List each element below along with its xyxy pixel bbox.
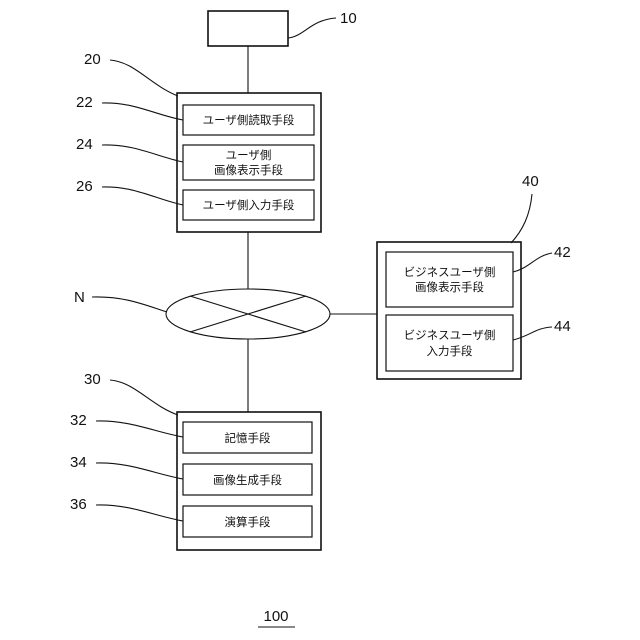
ref-label-100: 100 [263, 608, 288, 625]
ref-label-30: 30 [84, 371, 101, 388]
ref-label-36: 36 [70, 496, 87, 513]
user-display-label-line2: 画像表示手段 [214, 163, 283, 177]
business-input-label-line1: ビジネスユーザ側 [404, 328, 496, 342]
leader-26 [102, 187, 183, 205]
leader-34 [96, 463, 183, 479]
ref-label-42: 42 [554, 244, 571, 261]
ref-label-24: 24 [76, 136, 93, 153]
ref-label-26: 26 [76, 178, 93, 195]
user-input-label: ユーザ側入力手段 [203, 198, 295, 212]
leader-30 [110, 380, 178, 415]
business-display-label-line1: ビジネスユーザ側 [404, 265, 496, 279]
compute-label: 演算手段 [225, 515, 271, 529]
business-display-label-line2: 画像表示手段 [415, 280, 484, 294]
ref-label-22: 22 [76, 94, 93, 111]
user-reader-label: ユーザ側読取手段 [203, 113, 295, 127]
leader-10 [288, 18, 336, 38]
business-input-label-line2: 入力手段 [427, 344, 473, 358]
ref-label-44: 44 [554, 318, 571, 335]
leader-36 [96, 505, 183, 521]
ref-label-40: 40 [522, 173, 539, 190]
image-gen-label: 画像生成手段 [213, 473, 282, 487]
leader-22 [102, 103, 183, 120]
leader-32 [96, 421, 183, 437]
leader-24 [102, 145, 183, 162]
ref-label-N: N [74, 289, 85, 306]
leader-40 [511, 194, 532, 243]
storage-label: 記憶手段 [225, 431, 271, 445]
ref-label-10: 10 [340, 10, 357, 27]
ref-label-32: 32 [70, 412, 87, 429]
business-input-box [386, 315, 513, 371]
device-box-10 [208, 11, 288, 46]
leader-20 [110, 60, 178, 96]
ref-label-34: 34 [70, 454, 87, 471]
user-display-label-line1: ユーザ側 [226, 148, 272, 162]
ref-label-20: 20 [84, 51, 101, 68]
leader-N [92, 297, 167, 312]
